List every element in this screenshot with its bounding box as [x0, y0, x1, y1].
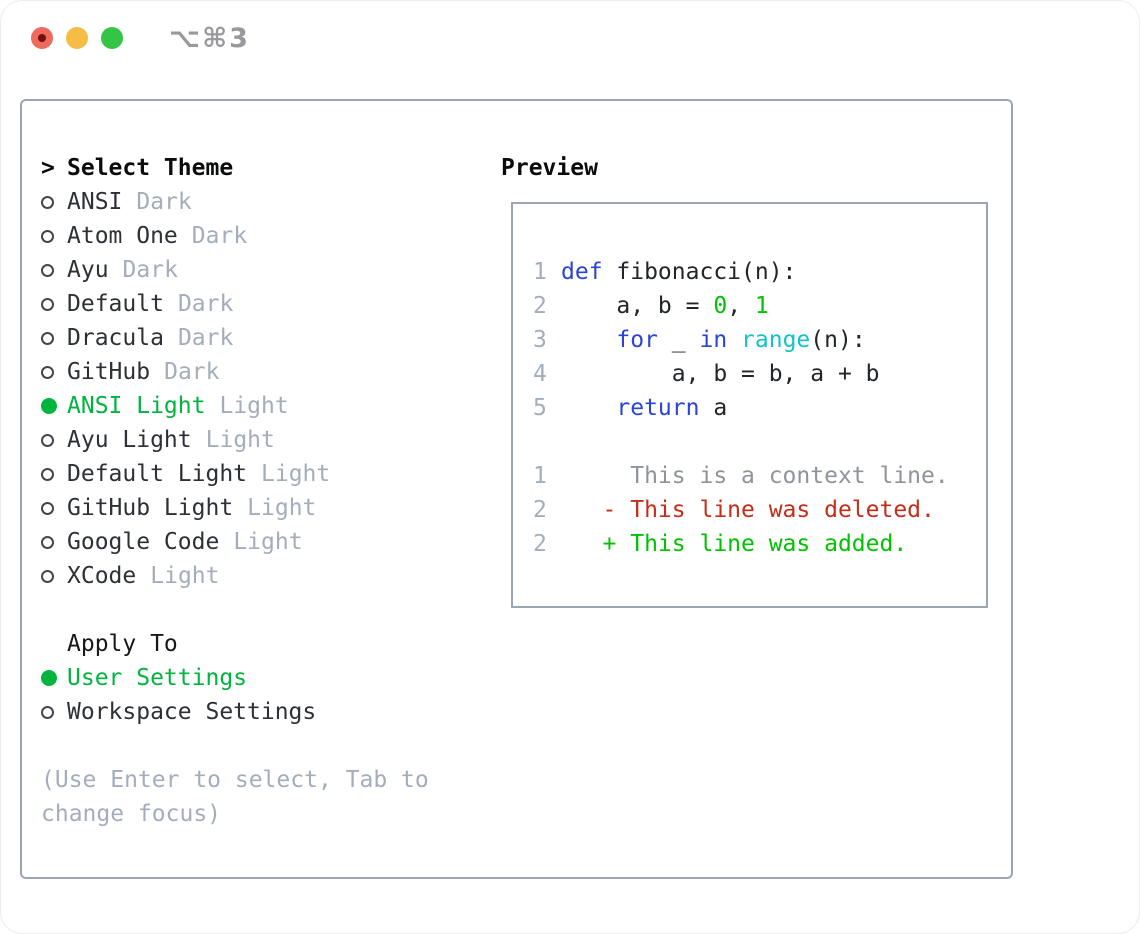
option-label: Default [67, 291, 164, 317]
option-label: Default Light [67, 461, 248, 487]
radio-unselected-icon [41, 365, 67, 379]
minimize-button[interactable] [66, 27, 88, 49]
titlebar: ⌥⌘3 [1, 1, 1139, 79]
option-label: Ayu Light [67, 427, 192, 453]
theme-option[interactable]: Default Dark [41, 287, 475, 321]
apply-to-heading-label: Apply To [67, 631, 178, 657]
option-label: Ayu [67, 257, 109, 283]
option-label: Workspace Settings [67, 699, 317, 725]
theme-variant-label: Light [261, 461, 331, 487]
theme-variant-label: Dark [177, 291, 234, 317]
option-label: XCode [67, 563, 137, 589]
preview-code-line: 3 for _ in range(n): [533, 323, 986, 357]
theme-variant-label: Dark [191, 223, 248, 249]
select-theme-heading-label: Select Theme [67, 155, 234, 181]
apply-to-option[interactable]: Workspace Settings [41, 695, 475, 729]
select-theme-heading: > Select Theme [41, 151, 475, 185]
radio-unselected-icon [41, 229, 67, 243]
preview-code-line: 4 a, b = b, a + b [533, 357, 986, 391]
line-number: 1 [533, 463, 547, 489]
preview-code-line: 1 This is a context line. [533, 459, 986, 493]
option-label: ANSI [67, 189, 123, 215]
option-label: Dracula [67, 325, 164, 351]
line-number: 3 [533, 327, 547, 353]
theme-option[interactable]: Atom One Dark [41, 219, 475, 253]
radio-unselected-icon [41, 535, 67, 549]
theme-variant-label: Light [233, 529, 303, 555]
line-number: 1 [533, 259, 547, 285]
preview-code-line [533, 425, 986, 459]
radio-unselected-icon [41, 297, 67, 311]
apply-to-heading: Apply To [41, 627, 475, 661]
theme-option[interactable]: ANSI Dark [41, 185, 475, 219]
radio-unselected-icon [41, 501, 67, 515]
theme-option[interactable]: Google Code Light [41, 525, 475, 559]
preview-code-line: 5 return a [533, 391, 986, 425]
focus-caret-icon: > [41, 155, 55, 181]
theme-variant-label: Dark [177, 325, 234, 351]
theme-option[interactable]: Ayu Dark [41, 253, 475, 287]
theme-option[interactable]: Default Light Light [41, 457, 475, 491]
traffic-lights [31, 27, 123, 49]
radio-selected-icon [41, 398, 67, 414]
zoom-button[interactable] [101, 27, 123, 49]
radio-unselected-icon [41, 433, 67, 447]
theme-option[interactable]: GitHub Light Light [41, 491, 475, 525]
option-label: GitHub [67, 359, 151, 385]
option-label: User Settings [67, 665, 248, 691]
radio-unselected-icon [41, 195, 67, 209]
theme-variant-label: Dark [136, 189, 192, 215]
line-number: 2 [533, 293, 547, 319]
theme-option[interactable]: Dracula Dark [41, 321, 475, 355]
option-label: Atom One [67, 223, 178, 249]
theme-option[interactable]: ANSI Light Light [41, 389, 475, 423]
radio-unselected-icon [41, 331, 67, 345]
radio-unselected-icon [41, 467, 67, 481]
option-label: GitHub Light [67, 495, 234, 521]
keyboard-hint: (Use Enter to select, Tab to change focu… [41, 767, 429, 827]
option-label: ANSI Light [67, 393, 206, 419]
apply-to-option[interactable]: User Settings [41, 661, 475, 695]
option-label: Google Code [67, 529, 220, 555]
preview-code-line: 2 - This line was deleted. [533, 493, 986, 527]
radio-unselected-icon [41, 705, 67, 719]
preview-code-line: 2 + This line was added. [533, 527, 986, 561]
radio-unselected-icon [41, 263, 67, 277]
window-title: ⌥⌘3 [169, 23, 250, 54]
radio-unselected-icon [41, 569, 67, 583]
preview-code-line: 2 a, b = 0, 1 [533, 289, 986, 323]
theme-variant-label: Dark [122, 257, 178, 283]
theme-variant-label: Light [150, 563, 220, 589]
theme-variant-label: Light [247, 495, 317, 521]
theme-option[interactable]: XCode Light [41, 559, 475, 593]
preview-heading: Preview [501, 155, 598, 181]
theme-option[interactable]: Ayu Light Light [41, 423, 475, 457]
theme-variant-label: Light [205, 427, 275, 453]
close-button[interactable] [31, 27, 53, 49]
radio-selected-icon [41, 670, 67, 686]
theme-option[interactable]: GitHub Dark [41, 355, 475, 389]
theme-variant-label: Light [219, 393, 289, 419]
spacer [41, 593, 475, 627]
line-number: 4 [533, 361, 547, 387]
theme-variant-label: Dark [164, 359, 220, 385]
line-number: 2 [533, 497, 547, 523]
line-number: 5 [533, 395, 547, 421]
line-number: 2 [533, 531, 547, 557]
